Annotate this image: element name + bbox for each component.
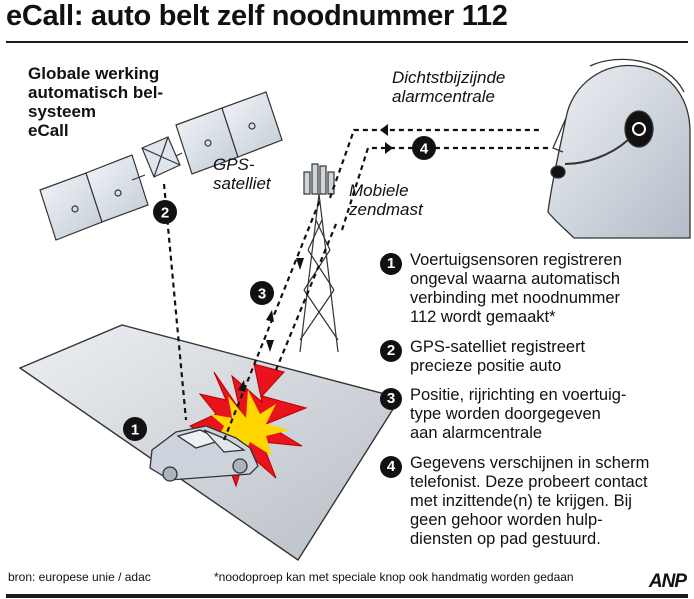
legend-item-3: 3 Positie, rijrichting en voertuig- type… bbox=[380, 386, 626, 443]
diagram-badge-1: 1 bbox=[123, 417, 147, 441]
svg-text:2: 2 bbox=[161, 205, 169, 222]
legend-number: 1 bbox=[380, 253, 402, 275]
gps-satellite-icon bbox=[39, 91, 283, 241]
legend-item-1: 1 Voertuigsensoren registreren ongeval w… bbox=[380, 251, 622, 327]
legend-text: Gegevens verschijnen in scherm telefonis… bbox=[410, 454, 650, 548]
satellite-label: GPS- satelliet bbox=[213, 155, 271, 193]
arrowheads bbox=[238, 124, 393, 392]
car-tower-link-b bbox=[274, 223, 338, 371]
diagram-badge-2: 2 bbox=[153, 200, 177, 224]
system-label: Globale werking automatisch bel- systeem… bbox=[28, 64, 164, 140]
legend-text: GPS-satelliet registreert precieze posit… bbox=[410, 338, 586, 375]
legend-text: Positie, rijrichting en voertuig- type w… bbox=[410, 386, 627, 442]
svg-text:3: 3 bbox=[258, 286, 266, 303]
operator-head-icon bbox=[547, 58, 691, 239]
footnote: *noodoproep kan met speciale knop ook ha… bbox=[214, 570, 574, 584]
svg-text:4: 4 bbox=[420, 141, 429, 158]
legend-text: Voertuigsensoren registreren ongeval waa… bbox=[410, 251, 622, 326]
diagram-badge-3: 3 bbox=[250, 281, 274, 305]
legend-number: 4 bbox=[380, 456, 402, 478]
legend-item-4: 4 Gegevens verschijnen in scherm telefon… bbox=[380, 454, 649, 549]
tower-center-link-top bbox=[328, 128, 540, 199]
tower-center-link-bottom bbox=[340, 146, 548, 231]
alarm-center-label: Dichtstbijzijnde alarmcentrale bbox=[392, 68, 506, 106]
car-icon bbox=[149, 425, 259, 482]
title-rule bbox=[6, 41, 688, 43]
legend-number: 3 bbox=[380, 388, 402, 410]
footer-rule bbox=[6, 594, 688, 598]
source-credit: bron: europese unie / adac bbox=[8, 570, 151, 584]
svg-text:1: 1 bbox=[131, 422, 139, 439]
legend-number: 2 bbox=[380, 340, 402, 362]
diagram-badge-4: 4 bbox=[412, 136, 436, 160]
cell-tower-icon bbox=[299, 163, 339, 353]
anp-logo: ANP bbox=[648, 571, 687, 592]
tower-label: Mobiele zendmast bbox=[349, 181, 423, 219]
page-title: eCall: auto belt zelf noodnummer 112 bbox=[6, 0, 508, 32]
legend-item-2: 2 GPS-satelliet registreert precieze pos… bbox=[380, 338, 585, 376]
